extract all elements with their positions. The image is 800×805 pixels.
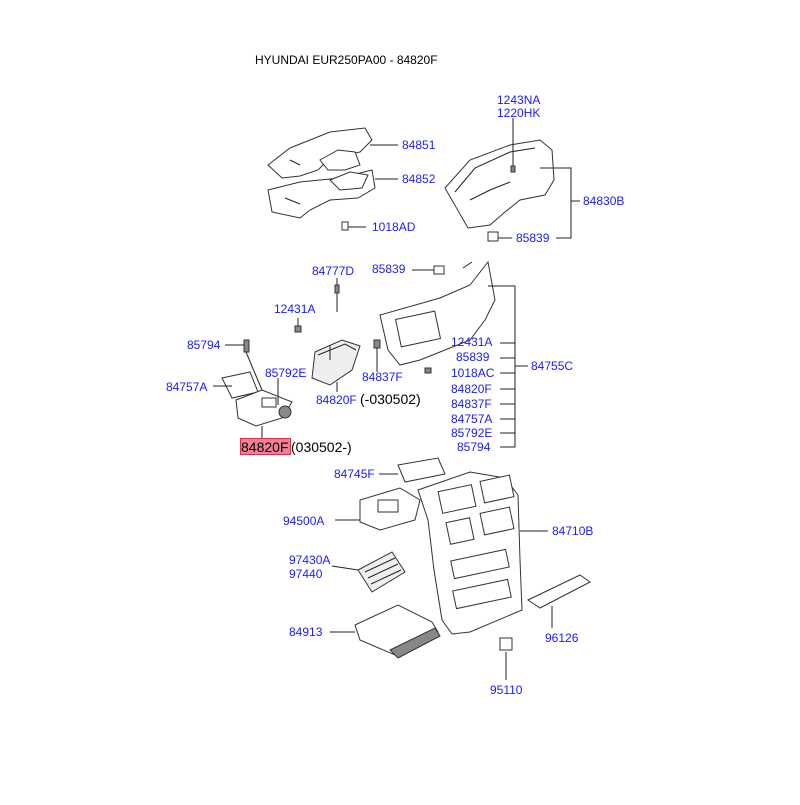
part-label-94500a[interactable]: 94500A xyxy=(283,514,325,528)
part-label-1220hk[interactable]: 1220HK xyxy=(497,106,541,120)
part-label-84830b[interactable]: 84830B xyxy=(583,194,625,208)
part-label-85794-a[interactable]: 85794 xyxy=(187,338,221,352)
part-label-97440[interactable]: 97440 xyxy=(289,567,323,581)
shroud-lower-part xyxy=(267,169,376,219)
part-label-96126[interactable]: 96126 xyxy=(545,631,579,645)
part-label-12431a-b[interactable]: 12431A xyxy=(451,335,493,349)
part-label-85839-c[interactable]: 85839 xyxy=(456,350,490,364)
part-label-1243na[interactable]: 1243NA xyxy=(497,93,541,107)
air-vent-part xyxy=(331,551,406,593)
part-label-84710b[interactable]: 84710B xyxy=(552,524,594,538)
part-label-84820f-b[interactable]: 84820F xyxy=(451,382,492,396)
part-label-95110[interactable]: 95110 xyxy=(490,683,523,697)
shroud-upper-part xyxy=(267,127,373,179)
part-label-85792e-b[interactable]: 85792E xyxy=(451,426,493,440)
module-94500a xyxy=(335,487,421,531)
part-label-84755c[interactable]: 84755C xyxy=(531,359,574,373)
part-label-84757a-b[interactable]: 84757A xyxy=(451,412,493,426)
part-label-84851[interactable]: 84851 xyxy=(402,138,436,152)
part-label-84913[interactable]: 84913 xyxy=(289,625,323,639)
highlighted-part-suffix: (030502-) xyxy=(291,439,352,455)
cluster-facia-part xyxy=(444,139,555,229)
part-label-84852[interactable]: 84852 xyxy=(402,172,436,186)
switch-95110 xyxy=(499,637,513,680)
part-label-84837f-a[interactable]: 84837F xyxy=(362,370,403,384)
part-label-84757a-a[interactable]: 84757A xyxy=(166,380,208,394)
highlight-box xyxy=(240,438,291,455)
part-label-84745f[interactable]: 84745F xyxy=(334,467,375,481)
cover-96126 xyxy=(526,574,591,628)
center-facia-part xyxy=(417,471,548,635)
tray-84913 xyxy=(330,604,441,659)
lower-panel-part xyxy=(379,260,496,366)
part-label-84837f-b[interactable]: 84837F xyxy=(451,397,492,411)
part-label-1018ad[interactable]: 1018AD xyxy=(372,220,416,234)
left-switch-assembly xyxy=(221,339,293,440)
part-label-84820f-a-suffix: (-030502) xyxy=(360,391,421,407)
part-label-84820f-a[interactable]: 84820F xyxy=(316,393,357,407)
highlighted-part-label[interactable]: 84820F xyxy=(241,439,289,455)
housing-84820f-old xyxy=(311,339,361,386)
part-label-85839-a[interactable]: 85839 xyxy=(516,231,550,245)
part-label-85794-b[interactable]: 85794 xyxy=(457,440,491,454)
pocket-84745f xyxy=(379,457,446,483)
part-label-85839-b[interactable]: 85839 xyxy=(372,262,406,276)
part-label-1018ac[interactable]: 1018AC xyxy=(451,366,495,380)
clip-85839-a xyxy=(487,231,512,242)
diagram-title: HYUNDAI EUR250PA00 - 84820F xyxy=(255,53,438,67)
part-label-97430a[interactable]: 97430A xyxy=(289,553,331,567)
part-label-12431a-a[interactable]: 12431A xyxy=(274,302,316,316)
part-label-84777d[interactable]: 84777D xyxy=(312,264,355,278)
part-label-85792e-a[interactable]: 85792E xyxy=(265,366,307,380)
screw-1018ad xyxy=(341,221,366,231)
